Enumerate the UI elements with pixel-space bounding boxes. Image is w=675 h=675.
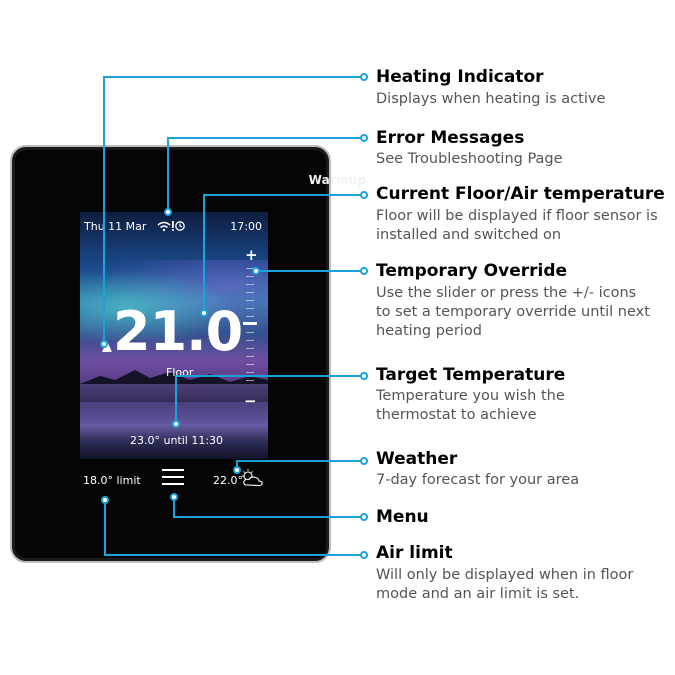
leader-airlimit-dot [360, 551, 368, 559]
callout-airlimit-desc-1: Will only be displayed when in floor [376, 566, 633, 585]
callout-current-desc-2: installed and switched on [376, 226, 561, 245]
date-label: Thu 11 Mar [84, 220, 146, 233]
callout-airlimit-title: Air limit [376, 543, 453, 563]
leader-weather-dot [360, 457, 368, 465]
leader-target-anchor [172, 420, 180, 428]
callout-current-title: Current Floor/Air temperature [376, 184, 665, 204]
leader-heating-horizontal [103, 76, 361, 78]
callout-heating-title: Heating Indicator [376, 67, 544, 87]
callout-error-title: Error Messages [376, 128, 524, 148]
minus-button[interactable]: − [244, 392, 257, 410]
leader-override-anchor [252, 267, 260, 275]
leader-target-horizontal [175, 375, 361, 377]
leader-heating-dot [360, 73, 368, 81]
callout-override-desc-2: to set a temporary override until next [376, 303, 650, 322]
air-limit-label: 18.0° limit [83, 474, 141, 487]
callout-override-desc-1: Use the slider or press the +/- icons [376, 284, 636, 303]
leader-error-anchor [164, 208, 172, 216]
wifi-error-icon[interactable] [157, 220, 185, 232]
leader-override-horizontal [256, 270, 361, 272]
leader-weather-anchor [233, 466, 241, 474]
leader-menu-dot [360, 513, 368, 521]
slider-handle[interactable] [243, 322, 257, 325]
callout-override-title: Temporary Override [376, 261, 567, 281]
callout-menu-title: Menu [376, 507, 429, 527]
leader-current-anchor [200, 309, 208, 317]
callout-weather-desc: 7-day forecast for your area [376, 471, 579, 490]
callout-target-desc-2: thermostat to achieve [376, 406, 537, 425]
override-label: 23.0° until 11:30 [130, 434, 223, 447]
callout-target-title: Target Temperature [376, 365, 565, 385]
leader-airlimit-horizontal [104, 554, 361, 556]
leader-error-horizontal [167, 137, 361, 139]
current-temperature: 21.0 [113, 300, 242, 363]
leader-error-dot [360, 134, 368, 142]
temperature-slider[interactable] [243, 268, 257, 388]
mode-label: Floor [166, 366, 193, 379]
leader-airlimit-anchor [101, 496, 109, 504]
lake-reflection [80, 384, 268, 424]
callout-heating-desc: Displays when heating is active [376, 90, 605, 109]
callout-weather-title: Weather [376, 449, 457, 469]
leader-current-vertical [203, 194, 205, 313]
leader-menu-horizontal [173, 516, 361, 518]
menu-icon[interactable] [162, 468, 184, 486]
plus-button[interactable]: + [245, 246, 258, 264]
callout-error-desc: See Troubleshooting Page [376, 150, 563, 169]
leader-current-dot [360, 191, 368, 199]
leader-menu-anchor [170, 493, 178, 501]
leader-airlimit-vertical [104, 500, 106, 555]
leader-target-dot [360, 372, 368, 380]
callout-target-desc-1: Temperature you wish the [376, 387, 565, 406]
callout-airlimit-desc-2: mode and an air limit is set. [376, 585, 579, 604]
weather-cloud-sun-icon[interactable] [239, 468, 265, 488]
leader-current-horizontal [203, 194, 361, 196]
leader-heating-vertical [103, 76, 105, 343]
leader-override-dot [360, 267, 368, 275]
leader-target-vertical [175, 375, 177, 423]
callout-current-desc-1: Floor will be displayed if floor sensor … [376, 207, 658, 226]
time-label: 17:00 [230, 220, 262, 233]
leader-weather-horizontal [236, 460, 361, 462]
leader-heating-anchor [100, 340, 108, 348]
leader-error-vertical [167, 137, 169, 212]
callout-override-desc-3: heating period [376, 322, 482, 341]
